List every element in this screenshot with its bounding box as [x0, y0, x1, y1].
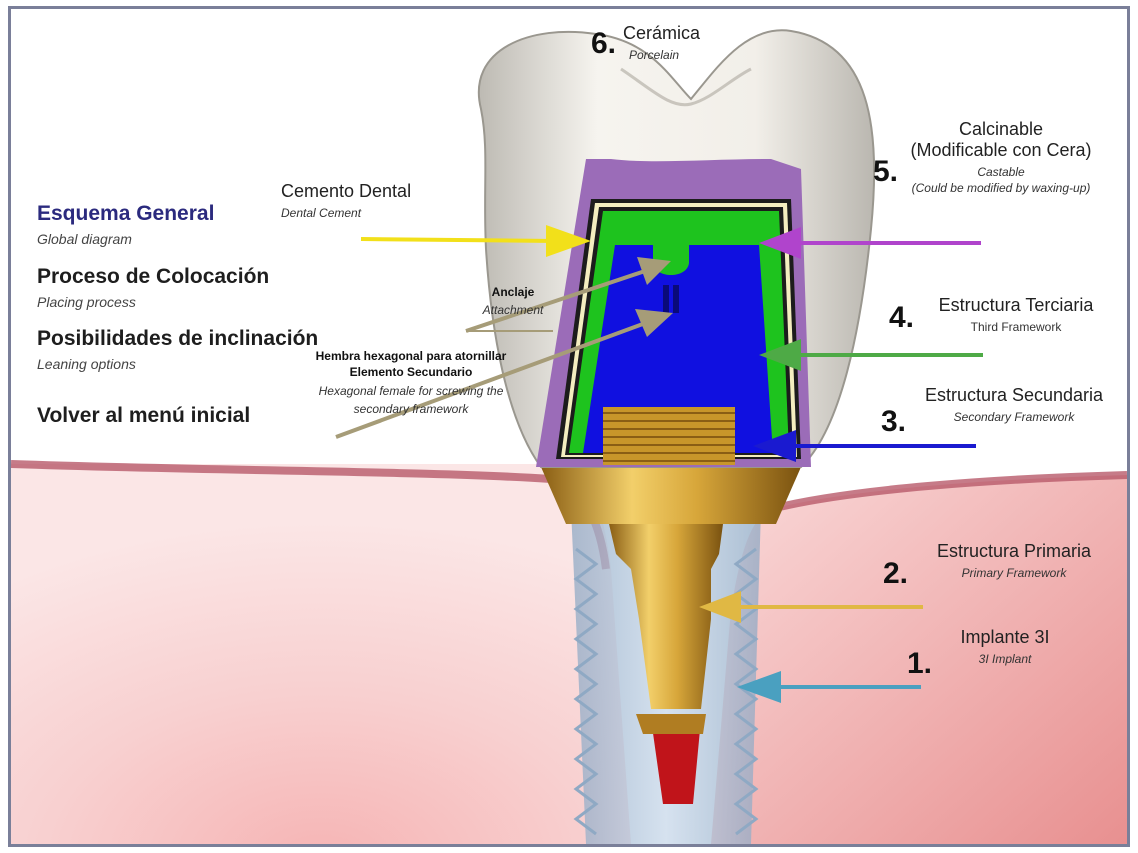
part-3-label: Estructura Secundaria Secondary Framewor…: [909, 385, 1119, 424]
callout-hex-es-2: Elemento Secundario: [261, 365, 561, 379]
diagram-frame: Esquema General Global diagram Proceso d…: [8, 6, 1130, 847]
part-1-number: 1.: [907, 647, 932, 681]
part-1-label: Implante 3I 3I Implant: [945, 627, 1065, 666]
menu-volver-menu-inicial[interactable]: Volver al menú inicial: [37, 404, 250, 428]
callout-hex-en-2: secondary framework: [261, 402, 561, 416]
callout-cement-es: Cemento Dental: [281, 181, 411, 202]
part-5-label: Calcinable (Modificable con Cera) Castab…: [881, 119, 1121, 195]
callout-attachment-en: Attachment: [473, 303, 553, 317]
menu-esquema-general-sub: Global diagram: [37, 231, 214, 247]
part-4-es: Estructura Terciaria: [921, 295, 1111, 316]
menu-esquema-general-label: Esquema General: [37, 202, 214, 226]
callout-hex-en-1: Hexagonal female for screwing the: [261, 384, 561, 398]
arrow-third-framework: [759, 339, 983, 371]
part-4-label: Estructura Terciaria Third Framework: [921, 295, 1111, 334]
menu-volver-menu-inicial-label: Volver al menú inicial: [37, 404, 250, 428]
part-5-es-1: Calcinable: [881, 119, 1121, 140]
part-6-en: Porcelain: [629, 48, 700, 62]
part-5-es-2: (Modificable con Cera): [881, 140, 1121, 161]
part-6-label: Cerámica Porcelain: [623, 23, 700, 62]
menu-esquema-general[interactable]: Esquema General Global diagram: [37, 202, 214, 247]
part-5-en-2: (Could be modified by waxing-up): [881, 181, 1121, 195]
part-1-en: 3I Implant: [945, 652, 1065, 666]
part-2-number: 2.: [883, 557, 908, 591]
menu-posibilidades-inclinacion-label: Posibilidades de inclinación: [37, 327, 318, 351]
part-3-number: 3.: [881, 405, 906, 439]
part-3-en: Secondary Framework: [909, 410, 1119, 424]
callout-hex-female: Hembra hexagonal para atornillar Element…: [261, 349, 561, 416]
part-2-en: Primary Framework: [919, 566, 1109, 580]
part-6-number: 6.: [591, 27, 616, 61]
menu-proceso-colocacion[interactable]: Proceso de Colocación Placing process: [37, 265, 269, 310]
arrow-secondary-framework: [753, 430, 976, 462]
callout-attachment-es: Anclaje: [473, 285, 553, 299]
part-5-en-1: Castable: [881, 165, 1121, 179]
part-2-es: Estructura Primaria: [919, 541, 1109, 562]
menu-proceso-colocacion-label: Proceso de Colocación: [37, 265, 269, 289]
menu-proceso-colocacion-sub: Placing process: [37, 294, 269, 310]
callout-cement-en: Dental Cement: [281, 206, 411, 220]
secondary-thread: [603, 407, 735, 465]
callout-attachment: Anclaje Attachment: [473, 285, 553, 317]
part-2-label: Estructura Primaria Primary Framework: [919, 541, 1109, 580]
part-3-es: Estructura Secundaria: [909, 385, 1119, 406]
callout-cement: Cemento Dental Dental Cement: [281, 181, 411, 220]
part-4-number: 4.: [889, 301, 914, 335]
part-4-en: Third Framework: [921, 320, 1111, 334]
part-1-es: Implante 3I: [945, 627, 1065, 648]
part-6-es: Cerámica: [623, 23, 700, 44]
callout-hex-es-1: Hembra hexagonal para atornillar: [261, 349, 561, 363]
arrow-cement: [361, 225, 591, 257]
